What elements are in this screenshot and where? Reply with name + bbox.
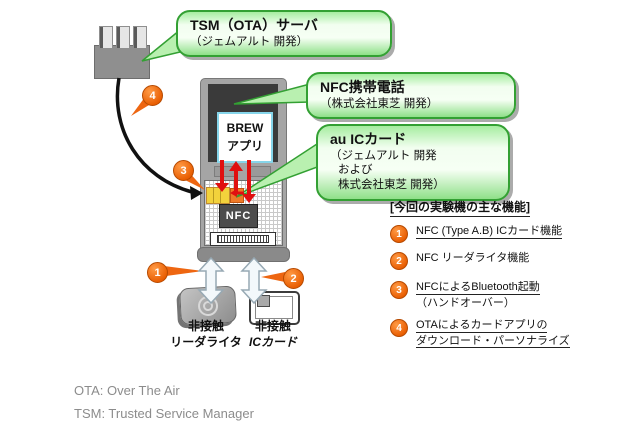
marker-4: 4 [142, 85, 163, 106]
feature-text: ダウンロード・パーソナライズ [416, 334, 570, 349]
brew-app-box: BREW アプリ [217, 112, 273, 163]
feature-text: OTAによるカードアプリの [416, 319, 548, 333]
footnote-tsm: TSM: Trusted Service Manager [74, 406, 254, 421]
marker-2: 2 [283, 268, 304, 289]
feature-text: NFC リーダライタ機能 [416, 252, 530, 264]
feature-item: 1 NFC (Type A.B) ICカード機能 [390, 224, 563, 243]
callout-au-title: au ICカード [330, 131, 407, 147]
phone-bottom-cap [197, 247, 290, 262]
feature-number-badge: 1 [390, 225, 408, 243]
feature-number-badge: 4 [390, 319, 408, 337]
callout-nfc-phone-line: （株式会社東芝 開発） [320, 97, 439, 110]
features-heading: [今回の実験機の主な機能] [390, 198, 530, 217]
feature-number-badge: 2 [390, 252, 408, 270]
feature-text: （ハンドオーバー） [416, 296, 515, 309]
card-label-line1: 非接触 [254, 319, 291, 333]
card-label: 非接触 ICカード [241, 318, 305, 350]
feature-number-badge: 3 [390, 281, 408, 299]
callout-tsm-line: （ジェムアルト 開発） [190, 35, 309, 48]
callout-au-line: （ジェムアルト 開発 [330, 149, 437, 162]
server-tower-icon [99, 26, 113, 49]
marker-3: 3 [173, 160, 194, 181]
card-label-line2: ICカード [248, 335, 297, 350]
marker-1: 1 [147, 262, 168, 283]
brew-app-label-line1: BREW [226, 121, 264, 136]
server-base-icon [94, 45, 150, 79]
feature-text: NFC (Type A.B) ICカード機能 [416, 225, 563, 239]
server-tower-icon [133, 26, 147, 49]
sim-chip-icon [206, 187, 230, 204]
nfc-chip-label: NFC [225, 210, 252, 222]
reader-label-line2: リーダライタ [170, 335, 242, 350]
nfc-chip: NFC [219, 204, 258, 228]
card-chip-icon [257, 295, 270, 307]
callout-nfc-phone: NFC携帯電話 （株式会社東芝 開発） [306, 72, 516, 120]
feature-item: 3 NFCによるBluetooth起動 （ハンドオーバー） [390, 280, 540, 312]
callout-tsm-server: TSM（OTA）サーバ （ジェムアルト 開発） [176, 10, 392, 58]
feature-item: 4 OTAによるカードアプリの ダウンロード・パーソナライズ [390, 318, 570, 350]
feature-item: 2 NFC リーダライタ機能 [390, 251, 529, 270]
card-antenna-icon [255, 296, 293, 319]
callout-tsm-title: TSM（OTA）サーバ [190, 17, 318, 33]
reader-label-line1: 非接触 [187, 319, 224, 333]
contactless-card-icon [249, 291, 300, 325]
callout-au-line: 株式会社東芝 開発） [338, 179, 445, 192]
server-icon [99, 26, 147, 49]
callout-au-ic-card: au ICカード （ジェムアルト 開発 および 株式会社東芝 開発） [316, 124, 510, 202]
server-tower-icon [116, 26, 130, 49]
footnote-ota: OTA: Over The Air [74, 383, 180, 398]
callout-au-line: および [338, 164, 373, 177]
phone-connector [210, 232, 276, 246]
callout-nfc-phone-title: NFC携帯電話 [320, 79, 405, 95]
brew-app-label-line2: アプリ [226, 138, 263, 153]
reader-label: 非接触 リーダライタ [168, 318, 244, 350]
feature-text: NFCによるBluetooth起動 [416, 281, 540, 295]
phone-connector-pins [217, 235, 269, 243]
footnotes: OTA: Over The Air TSM: Trusted Service M… [74, 379, 254, 425]
